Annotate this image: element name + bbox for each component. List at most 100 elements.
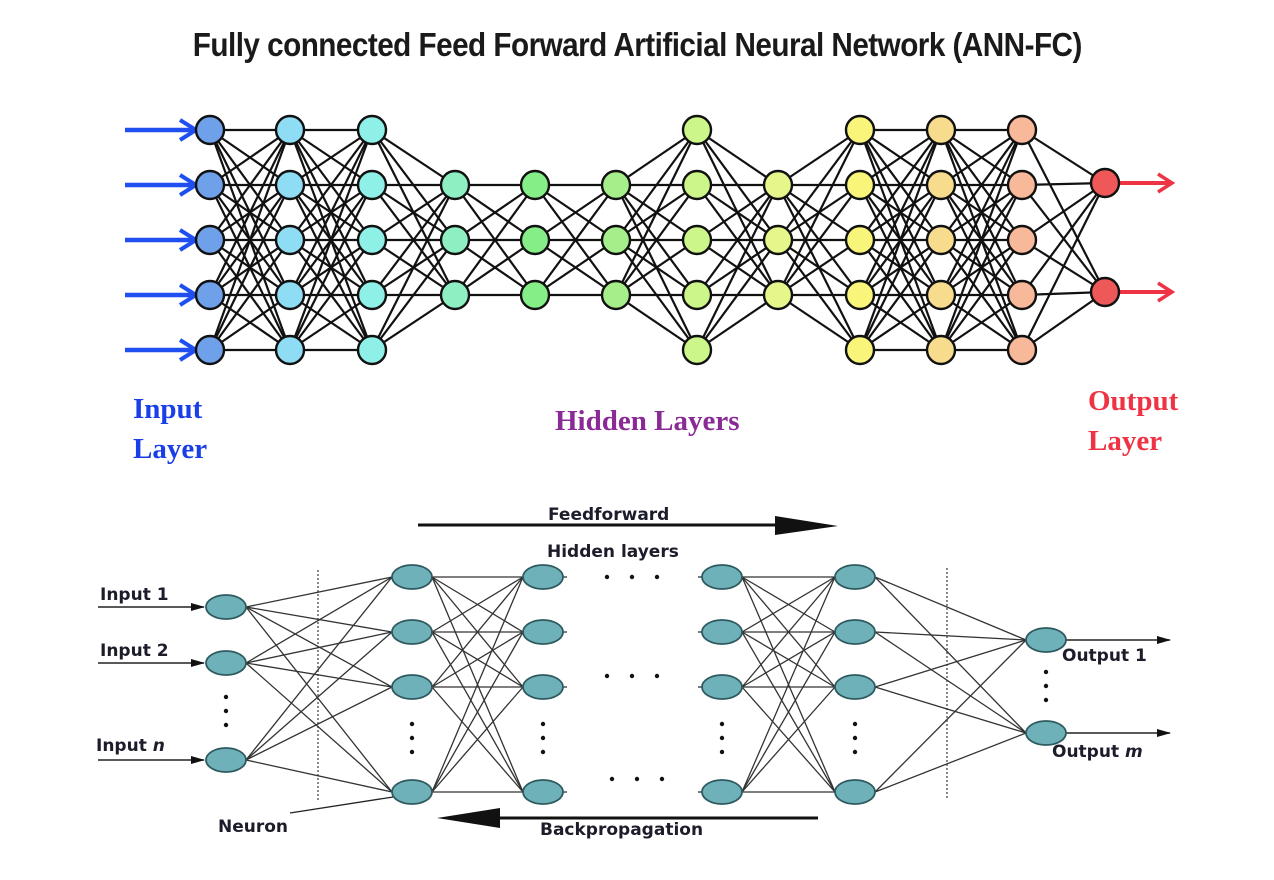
horizontal-ellipsis-1-2 (654, 673, 660, 679)
edge-in1-h1n1 (245, 631, 393, 664)
connection-l0n4-l1n1 (209, 184, 291, 351)
hidden-neuron-l8-n3 (844, 224, 876, 256)
edge-h3n1-h4n3 (741, 631, 836, 793)
connection-l1n4-l2n0 (288, 129, 374, 351)
hidden-neuron-l4-n1 (519, 169, 551, 201)
vertical-ellipsis-2-2 (540, 749, 546, 755)
edge-h3n2-h4n0 (741, 576, 836, 688)
input-neuron-l0-n5 (194, 334, 226, 366)
hidden-neuron-l8-n2 (844, 169, 876, 201)
connection-l1n3-l2n0 (289, 129, 373, 296)
hidden-neuron-l7-n2 (762, 224, 794, 256)
hidden-neuron-l4-n1 (834, 564, 876, 590)
edge-in0-h1n2 (245, 606, 393, 688)
hidden-neuron-l2-n5 (356, 334, 388, 366)
connection-l10n2-l11n0 (1021, 182, 1106, 241)
edge-in1-h1n3 (245, 662, 393, 793)
edge-in1-h1n2 (245, 662, 393, 688)
connection-l3n2-l4n0 (454, 184, 536, 296)
hidden-neuron-l5-n1 (600, 169, 632, 201)
connection-l9n4-l10n2 (940, 239, 1023, 351)
backpropagation-arrow (437, 808, 818, 828)
vertical-ellipsis-3-2 (719, 749, 725, 755)
hidden-neuron-l10-n5 (1006, 334, 1038, 366)
hidden-neuron-l10-n2 (1006, 169, 1038, 201)
neuron-label: Neuron (218, 817, 288, 837)
edge-h1n0-h2n2 (431, 576, 524, 688)
neuron-pointer (289, 796, 394, 814)
hidden-neuron-l3-n1 (439, 169, 471, 201)
hidden-neuron-l1-n3 (274, 224, 306, 256)
hidden-neuron-l9-n3 (925, 224, 957, 256)
connection-l1n1-l2n0 (289, 129, 373, 186)
edge-in1-h1n0 (245, 576, 393, 664)
hidden-neuron-l4-n4 (834, 779, 876, 805)
input-neuron-1 (205, 594, 247, 620)
neurons (194, 114, 1121, 366)
output-layer-label: Output (1088, 385, 1179, 417)
connection-l10n4-l11n1 (1021, 291, 1106, 351)
connection-l10n4-l11n0 (1021, 182, 1106, 351)
connection-l7n2-l8n4 (777, 294, 861, 351)
connection-l4n2-l5n0 (534, 184, 617, 296)
horizontal-ellipsis-2-0 (609, 776, 615, 782)
vertical-ellipsis-0-1 (223, 708, 229, 714)
hidden-neuron-l8-n1 (844, 114, 876, 146)
connection-l8n4-l9n3 (859, 294, 942, 351)
output-neuron-l11-n1 (1089, 167, 1121, 199)
connection-l0n1-l1n0 (209, 129, 291, 186)
connection-l0n2-l1n0 (209, 129, 291, 241)
output-arrowhead-1 (1157, 172, 1176, 194)
edge-h3n2-h4n3 (741, 686, 836, 793)
connection-l9n1-l10n0 (940, 129, 1023, 186)
horizontal-ellipsis-0-1 (629, 574, 635, 580)
hidden-neuron-l8-n5 (844, 334, 876, 366)
edge-in0-h1n3 (245, 606, 393, 793)
hidden-neuron-l2-n1 (522, 564, 564, 590)
hidden-neuron-l2-n4 (356, 279, 388, 311)
hidden-neuron-l3-n4 (701, 779, 743, 805)
hidden-neuron-l7-n3 (762, 279, 794, 311)
edge-h4n3-out1 (874, 732, 1027, 793)
edge-h4n0-out1 (874, 576, 1027, 734)
output-layer-label-line2: Layer (1088, 425, 1162, 457)
edge-h4n3-out0 (874, 639, 1027, 793)
vertical-ellipsis-4-1 (852, 735, 858, 741)
connection-lines (208, 128, 1106, 352)
input-layer-label-line2: Layer (133, 433, 207, 465)
hidden-neuron-l2-n2 (522, 619, 564, 645)
feedforward-label: Feedforward (548, 505, 669, 525)
ellipsis-dots (223, 574, 1049, 782)
backpropagation-label: Backpropagation (540, 820, 703, 840)
vertical-ellipsis-1-2 (409, 749, 415, 755)
input-neuron-l0-n4 (194, 279, 226, 311)
output-1-label: Output 1 (1062, 646, 1147, 666)
connection-l1n2-l2n0 (289, 129, 373, 241)
horizontal-ellipsis-1-0 (604, 673, 610, 679)
hidden-neuron-l1-n4 (391, 779, 433, 805)
edge-h4n0-out0 (874, 576, 1027, 641)
vertical-ellipsis-5-2 (1043, 697, 1049, 703)
vertical-ellipsis-0-0 (223, 694, 229, 700)
vertical-ellipsis-5-1 (1043, 683, 1049, 689)
edge-h3n0-h4n3 (741, 576, 836, 793)
edge-h3n0-h4n2 (741, 576, 836, 688)
connection-l2n4-l3n1 (371, 239, 456, 351)
input-neuron-2 (205, 650, 247, 676)
connection-l10n3-l11n0 (1021, 182, 1106, 296)
connection-l8n2-l9n0 (859, 129, 942, 241)
connection-l6n4-l7n2 (696, 294, 779, 351)
edge-h1n3-h2n0 (431, 576, 524, 793)
hidden-neuron-l6-n1 (681, 114, 713, 146)
output-neuron-2 (1025, 720, 1067, 746)
connection-l8n4-l9n2 (859, 239, 942, 351)
connection-l9n4-l10n0 (939, 129, 1024, 351)
io-arrows-bottom (98, 603, 1171, 764)
hidden-neuron-l2-n2 (356, 169, 388, 201)
connection-l2n4-l3n0 (371, 184, 456, 351)
horizontal-ellipsis-0-2 (654, 574, 660, 580)
edge-h4n2-out0 (874, 639, 1027, 688)
vertical-ellipsis-4-2 (852, 749, 858, 755)
connection-l5n1-l6n0 (615, 129, 698, 241)
connection-l6n3-l7n0 (696, 184, 779, 296)
